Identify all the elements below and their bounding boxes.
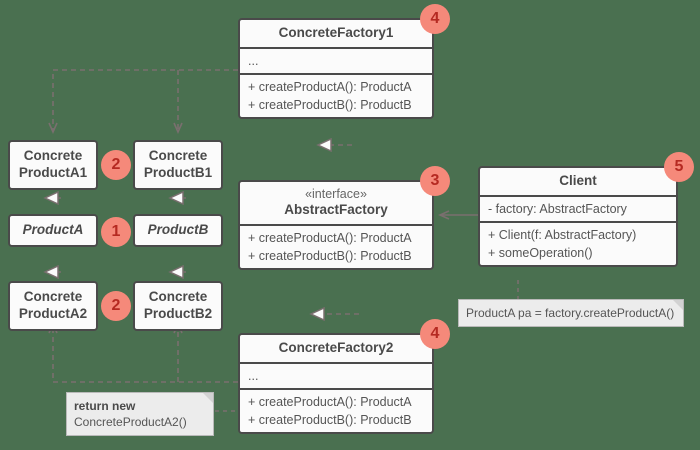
class-methods-compartment: + Client(f: AbstractFactory) + someOpera… — [480, 221, 676, 265]
class-name-concrete-product-a1: Concrete ProductA1 — [16, 148, 90, 182]
class-title-compartment: Concrete ProductB2 — [135, 283, 221, 329]
class-name-client: Client — [559, 173, 597, 188]
class-box-concrete-product-b2[interactable]: Concrete ProductB2 — [133, 281, 223, 331]
class-method: + createProductB(): ProductB — [248, 249, 412, 263]
class-fields-compartment: ... — [240, 46, 432, 73]
note-fold-icon — [203, 393, 213, 403]
class-title-compartment: Concrete ProductA2 — [10, 283, 96, 329]
badge-abstract-factory[interactable]: 3 — [420, 166, 450, 196]
class-method: + createProductA(): ProductA — [248, 230, 412, 245]
class-box-client[interactable]: Client - factory: AbstractFactory + Clie… — [478, 166, 678, 268]
class-title-compartment: ConcreteFactory2 — [240, 335, 432, 362]
class-fields-compartment: - factory: AbstractFactory — [480, 194, 676, 221]
class-title-compartment: ConcreteFactory1 — [240, 20, 432, 47]
edge-factory1-to-productA1 — [48, 69, 238, 134]
class-name-line-1: Concrete — [23, 148, 83, 163]
class-name-line-1: Concrete — [148, 289, 208, 304]
note-fold-icon — [673, 300, 683, 310]
class-name-text: AbstractFactory — [284, 202, 388, 217]
badge-product-interfaces[interactable]: 1 — [101, 217, 131, 247]
class-name-line-2: ProductA1 — [18, 164, 88, 180]
class-fields-compartment: ... — [240, 361, 432, 388]
badge-concrete-factory-2[interactable]: 4 — [420, 319, 450, 349]
class-field: - factory: AbstractFactory — [488, 201, 627, 216]
class-field: ... — [248, 53, 259, 68]
class-box-concrete-factory-2[interactable]: ConcreteFactory2 ... + createProductA():… — [238, 333, 434, 435]
class-name-abstract-factory: «interface» AbstractFactory — [248, 187, 424, 219]
class-title-compartment: «interface» AbstractFactory — [240, 182, 432, 224]
badge-client[interactable]: 5 — [664, 152, 694, 182]
class-methods-compartment: + createProductA(): ProductA + createPro… — [240, 73, 432, 117]
class-name-line-1: Concrete — [148, 148, 208, 163]
class-name-product-a: ProductA — [22, 222, 84, 237]
class-name-product-b: ProductB — [147, 222, 209, 237]
note-factory2-code[interactable]: return new ConcreteProductA2() — [66, 392, 214, 437]
badge-concrete-products-bottom[interactable]: 2 — [101, 291, 131, 321]
class-name-concrete-product-a2: Concrete ProductA2 — [16, 289, 90, 323]
badge-concrete-factory-1[interactable]: 4 — [420, 4, 450, 34]
class-method: + createProductA(): ProductA — [248, 80, 412, 94]
class-method: + createProductA(): ProductA — [248, 395, 412, 409]
class-title-compartment: Concrete ProductA1 — [10, 142, 96, 188]
class-method: + createProductB(): ProductB — [248, 413, 412, 428]
class-stereotype: «interface» — [305, 187, 367, 201]
class-title-compartment: ProductB — [135, 216, 221, 245]
note-text: ProductA pa = factory.createProductA() — [466, 306, 675, 320]
class-box-concrete-product-a1[interactable]: Concrete ProductA1 — [8, 140, 98, 190]
class-box-concrete-factory-1[interactable]: ConcreteFactory1 ... + createProductA():… — [238, 18, 434, 120]
class-methods-compartment: + createProductA(): ProductA + createPro… — [240, 388, 432, 432]
class-title-compartment: ProductA — [10, 216, 96, 245]
class-box-product-b[interactable]: ProductB — [133, 214, 223, 247]
class-name-line-2: ProductA2 — [18, 305, 88, 321]
note-client-code[interactable]: ProductA pa = factory.createProductA() — [458, 299, 684, 328]
class-title-compartment: Concrete ProductB1 — [135, 142, 221, 188]
class-name-concrete-factory-1: ConcreteFactory1 — [278, 25, 394, 40]
edge-factory2-to-productA2 — [48, 322, 238, 383]
class-box-product-a[interactable]: ProductA — [8, 214, 98, 247]
class-method: + someOperation() — [488, 246, 593, 261]
class-name-concrete-product-b2: Concrete ProductB2 — [141, 289, 215, 323]
class-box-concrete-product-b1[interactable]: Concrete ProductB1 — [133, 140, 223, 190]
class-methods-compartment: + createProductA(): ProductA + createPro… — [240, 223, 432, 268]
class-field: ... — [248, 368, 259, 383]
badge-concrete-products-top[interactable]: 2 — [101, 150, 131, 180]
class-method: + createProductB(): ProductB — [248, 98, 412, 113]
class-name-line-2: ProductB2 — [143, 305, 213, 321]
class-name-line-1: Concrete — [23, 289, 83, 304]
class-box-concrete-product-a2[interactable]: Concrete ProductA2 — [8, 281, 98, 331]
note-text-bold: return new — [74, 399, 136, 413]
class-box-abstract-factory[interactable]: «interface» AbstractFactory + createProd… — [238, 180, 434, 271]
class-method: + Client(f: AbstractFactory) — [488, 228, 637, 242]
note-text: ConcreteProductA2() — [74, 415, 187, 430]
class-name-line-2: ProductB1 — [143, 164, 213, 180]
class-name-concrete-factory-2: ConcreteFactory2 — [278, 340, 394, 355]
class-title-compartment: Client — [480, 168, 676, 195]
class-name-concrete-product-b1: Concrete ProductB1 — [141, 148, 215, 182]
